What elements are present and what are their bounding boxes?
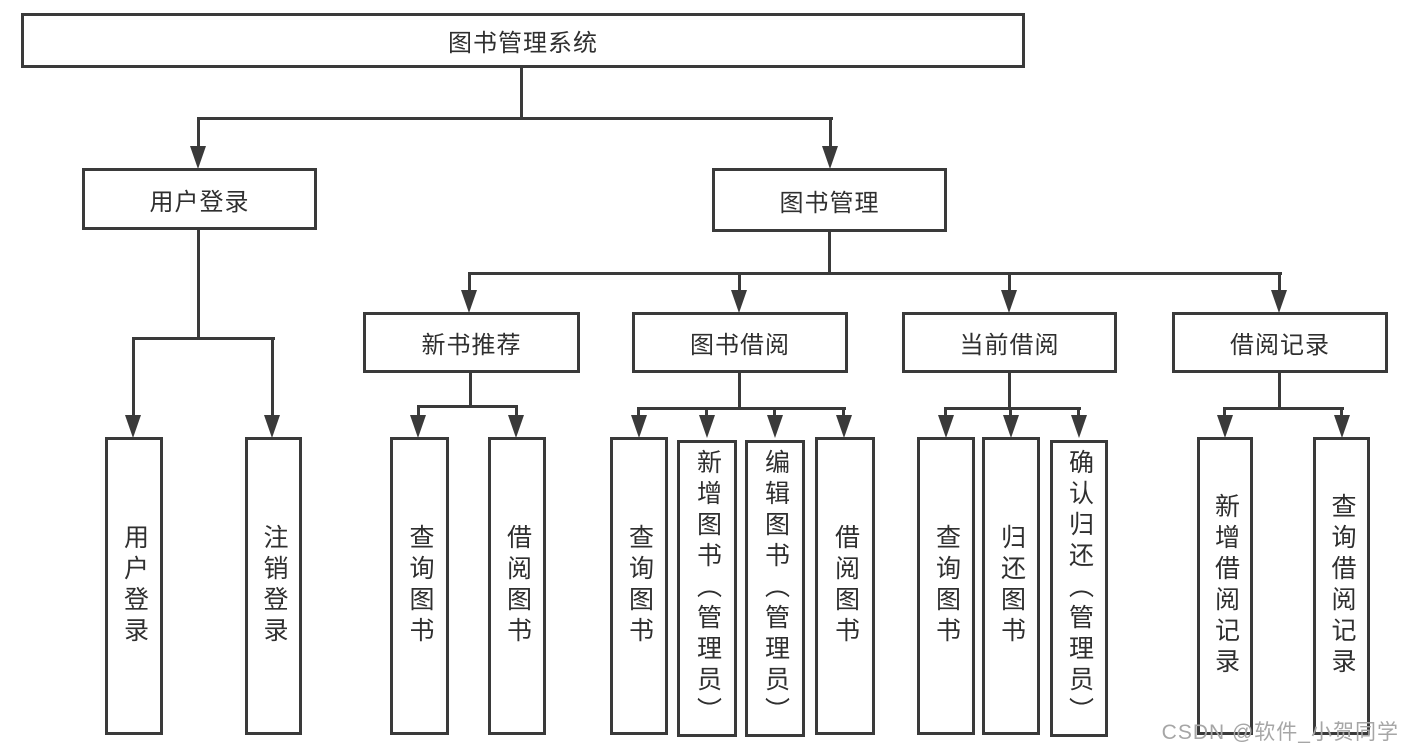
connector-line [271, 337, 274, 417]
node-book-borrow: 图书借阅 [632, 312, 848, 373]
arrow-down-icon [190, 146, 206, 169]
arrow-down-icon [1217, 415, 1233, 438]
leaf-logout: 注销登录 [245, 437, 302, 735]
connector-line [469, 373, 472, 408]
connector-line [1223, 407, 1226, 417]
connector-line [197, 117, 833, 120]
leaf-borrow-book: 借阅图书 [815, 437, 875, 735]
arrow-down-icon [836, 415, 852, 438]
connector-line [1008, 373, 1011, 410]
node-new-book-recommend: 新书推荐 [363, 312, 580, 373]
arrow-down-icon [264, 415, 280, 438]
connector-line [1008, 272, 1011, 292]
connector-line [417, 405, 518, 408]
connector-line [944, 407, 1081, 410]
leaf-return-book: 归还图书 [982, 437, 1040, 735]
leaf-current-query-book: 查询图书 [917, 437, 975, 735]
connector-line [197, 117, 200, 149]
leaf-confirm-return-admin: 确认归还（管理员） [1050, 440, 1108, 737]
arrow-down-icon [1271, 290, 1287, 313]
connector-line [637, 407, 846, 410]
leaf-edit-book-admin: 编辑图书（管理员） [745, 440, 805, 737]
connector-line [1077, 407, 1080, 417]
connector-line [468, 272, 471, 292]
arrow-down-icon [699, 415, 715, 438]
node-book-management: 图书管理 [712, 168, 947, 232]
connector-line [637, 407, 640, 417]
csdn-watermark: CSDN @软件_小贺同学 [1161, 721, 1399, 744]
leaf-borrow-query-book: 查询图书 [610, 437, 668, 735]
arrow-down-icon [508, 415, 524, 438]
connector-line [944, 407, 947, 417]
connector-line [738, 272, 741, 292]
leaf-add-borrow-record: 新增借阅记录 [1197, 437, 1253, 735]
connector-line [1009, 407, 1012, 417]
connector-line [515, 405, 518, 417]
arrow-down-icon [1334, 415, 1350, 438]
leaf-query-borrow-record: 查询借阅记录 [1313, 437, 1370, 735]
connector-line [1278, 272, 1281, 292]
connector-line [520, 68, 523, 118]
connector-line [842, 407, 845, 417]
connector-line [417, 405, 420, 417]
leaf-recommend-query-book: 查询图书 [390, 437, 449, 735]
connector-line [1340, 407, 1343, 417]
arrow-down-icon [1071, 415, 1087, 438]
node-borrow-record: 借阅记录 [1172, 312, 1388, 373]
arrow-down-icon [1003, 415, 1019, 438]
node-current-borrow: 当前借阅 [902, 312, 1117, 373]
arrow-down-icon [461, 290, 477, 313]
arrow-down-icon [731, 290, 747, 313]
connector-line [132, 337, 135, 417]
connector-line [705, 407, 708, 417]
connector-line [468, 272, 1282, 275]
connector-line [1278, 373, 1281, 410]
connector-line [1223, 407, 1344, 410]
connector-line [197, 230, 200, 340]
arrow-down-icon [822, 146, 838, 169]
arrow-down-icon [125, 415, 141, 438]
arrow-down-icon [631, 415, 647, 438]
leaf-user-login: 用户登录 [105, 437, 163, 735]
leaf-recommend-borrow-book: 借阅图书 [488, 437, 546, 735]
node-root: 图书管理系统 [21, 13, 1025, 68]
connector-line [738, 373, 741, 410]
connector-line [773, 407, 776, 417]
connector-line [829, 117, 832, 149]
connector-line [828, 232, 831, 275]
node-user-login: 用户登录 [82, 168, 317, 230]
arrow-down-icon [1001, 290, 1017, 313]
leaf-add-book-admin: 新增图书（管理员） [677, 440, 737, 737]
arrow-down-icon [938, 415, 954, 438]
connector-line [132, 337, 275, 340]
arrow-down-icon [410, 415, 426, 438]
arrow-down-icon [767, 415, 783, 438]
